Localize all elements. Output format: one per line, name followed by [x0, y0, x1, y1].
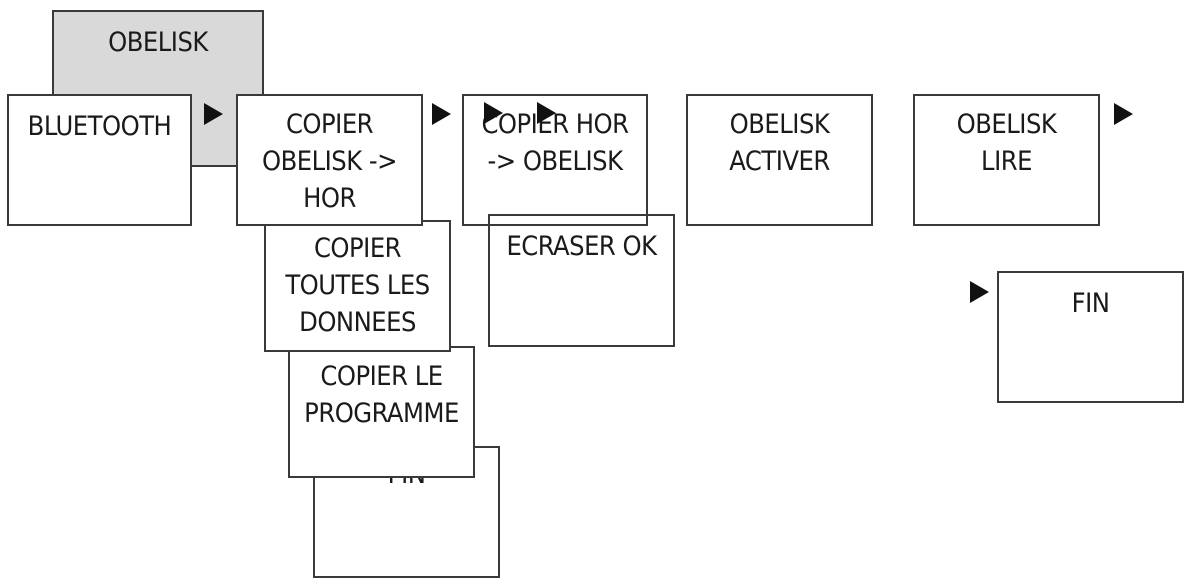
menu-box-obelisk-activate: OBELISK ACTIVER — [686, 94, 873, 226]
menu-label-copy-all-data: COPIER TOUTES LES DONNEES — [285, 233, 430, 338]
play-arrow-icon — [1114, 103, 1133, 125]
menu-label-overwrite-ok: ECRASER OK — [506, 231, 657, 262]
menu-box-bluetooth: BLUETOOTH — [7, 94, 192, 226]
menu-box-overwrite-ok: ECRASER OK — [488, 214, 675, 347]
menu-label-obelisk: OBELISK — [108, 27, 208, 58]
play-arrow-icon — [970, 281, 989, 303]
menu-box-obelisk-read: OBELISK LIRE — [913, 94, 1100, 226]
menu-box-copy-hor-to-obelisk: COPIER HOR -> OBELISK — [462, 94, 648, 226]
menu-label-end-main: FIN — [1071, 288, 1110, 319]
play-arrow-icon — [204, 103, 223, 125]
play-arrow-icon — [537, 102, 556, 124]
menu-box-copy-obelisk-to-hor: COPIER OBELISK -> HOR — [236, 94, 423, 226]
play-arrow-icon — [484, 102, 503, 124]
menu-label-copy-hor-to-obelisk: COPIER HOR -> OBELISK — [481, 109, 629, 177]
menu-box-copy-all-data: COPIER TOUTES LES DONNEES — [264, 220, 451, 352]
menu-label-copy-obelisk-to-hor: COPIER OBELISK -> HOR — [262, 109, 398, 214]
menu-box-end-main: FIN — [997, 271, 1184, 403]
menu-label-obelisk-activate: OBELISK ACTIVER — [729, 109, 830, 177]
menu-label-copy-program: COPIER LE PROGRAMME — [304, 361, 459, 429]
menu-label-obelisk-read: OBELISK LIRE — [956, 109, 1057, 177]
menu-label-bluetooth: BLUETOOTH — [27, 111, 172, 142]
menu-box-copy-program: COPIER LE PROGRAMME — [288, 346, 475, 478]
play-arrow-icon — [432, 103, 451, 125]
